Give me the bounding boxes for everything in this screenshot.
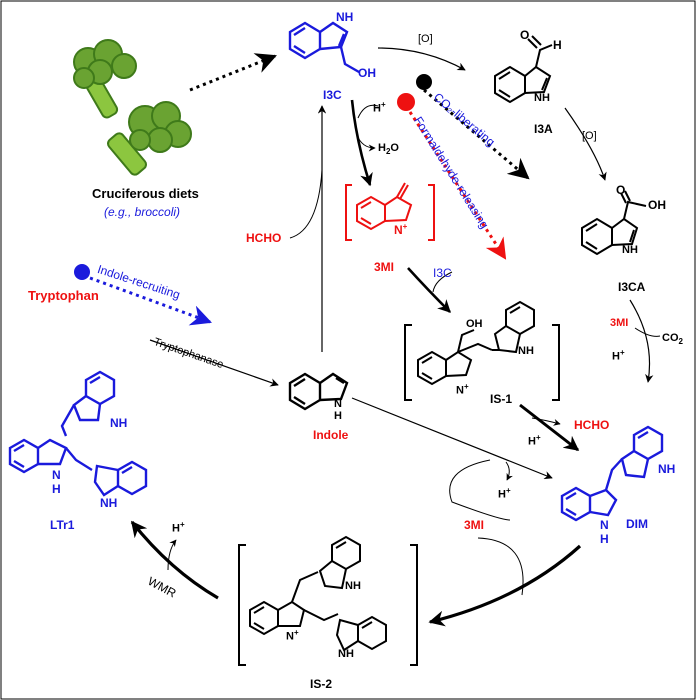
ltr1-nh-top-label: NH — [110, 416, 128, 430]
h2o-curved-arrow — [356, 134, 376, 152]
i3a-structure — [494, 35, 553, 104]
hcho-release-arrow — [531, 417, 561, 426]
i3a-label: I3A — [534, 122, 553, 136]
ltr1-structure — [8, 370, 148, 497]
i3c-reagent-label: I3C — [433, 266, 452, 280]
arrow-i3c-to-i3a — [377, 47, 466, 71]
hplus-1-label: H+ — [373, 100, 386, 115]
arrow-tryptophanase — [149, 339, 279, 387]
i3c-label: I3C — [323, 88, 342, 102]
is1-nplus-label: N+ — [456, 382, 469, 397]
is2-label: IS-2 — [310, 677, 333, 691]
3mi-reagent-1-label: 3MI — [610, 317, 629, 329]
dim-label: DIM — [626, 517, 648, 531]
hcho-curved-arrow — [289, 169, 323, 239]
3mi-loop-arrow-top — [449, 459, 511, 521]
oxidant-1-label: [O] — [418, 33, 433, 45]
hplus-2-label: H+ — [612, 348, 625, 363]
arrow-3mi-to-is1 — [407, 267, 451, 313]
i3ca-label: I3CA — [618, 280, 646, 294]
formaldehyde-pathway-dot — [397, 93, 415, 111]
oxidant-2-label: [O] — [582, 130, 597, 142]
hplus-wmr-arrow — [167, 539, 177, 571]
arrow-is1-to-dim — [519, 403, 580, 452]
hplus-release-arrow — [505, 461, 513, 481]
hplus-3-label: H+ — [528, 433, 541, 448]
is2-nh-top-label: NH — [345, 580, 361, 592]
co2-release-arrow — [634, 327, 661, 337]
is1-nh-label: NH — [518, 345, 534, 357]
i3ca-structure — [581, 190, 647, 256]
is1-label: IS-1 — [490, 392, 513, 406]
dim-nh-top-label: NH — [658, 462, 676, 476]
arrow-i3c-to-3mi — [350, 99, 373, 187]
hcho-left-label: HCHO — [246, 231, 282, 245]
dotted-arrow-co2-liberating — [423, 88, 530, 180]
i3c-reagent-arrow — [432, 271, 453, 293]
is2-nplus-label: N+ — [286, 628, 299, 643]
i3a-h-label: H — [553, 38, 562, 52]
dotted-arrow-formaldehyde-releasing — [408, 111, 507, 260]
3mi-reagent-2-label: 3MI — [464, 518, 485, 532]
hplus-5-label: H+ — [172, 520, 185, 535]
is2-nh-bottom-label: NH — [338, 648, 354, 660]
dim-structure — [560, 425, 664, 522]
dotted-arrow-indole-recruiting — [89, 276, 212, 326]
tryptophan-label: Tryptophan — [28, 288, 99, 303]
is1-oh-label: OH — [466, 318, 483, 330]
ltr1-label: LTr1 — [50, 518, 75, 532]
broccoli-example-label: (e.g., broccoli) — [104, 205, 181, 219]
is2-structure — [238, 535, 418, 666]
co2-label: CO2 — [662, 332, 683, 347]
hplus-curved-arrow — [357, 104, 379, 119]
dotted-arrow-diet-to-i3c — [189, 53, 277, 92]
i3ca-nh-label: NH — [622, 244, 638, 256]
indole-recruiting-dot — [74, 264, 90, 280]
arrow-wmr — [130, 520, 219, 600]
i3c-oh-label: OH — [358, 66, 376, 80]
i3a-o-label: O — [520, 28, 530, 42]
indole-structure — [288, 372, 349, 411]
3mi-nplus-label: N+ — [394, 222, 408, 237]
3mi-label: 3MI — [374, 260, 395, 274]
ltr1-nh-bottom-label: NH — [100, 496, 118, 510]
h2o-label: H2O — [378, 142, 399, 157]
arrow-dim-to-is2 — [428, 544, 582, 627]
is1-structure — [404, 300, 560, 401]
3mi-loop-arrow-bottom — [477, 537, 524, 596]
3mi-structure — [345, 182, 435, 241]
indole-label: Indole — [313, 428, 349, 442]
broccoli-icon — [73, 39, 192, 176]
hcho-right-label: HCHO — [574, 418, 610, 432]
i3ca-o-label: O — [616, 183, 626, 197]
i3c-structure — [288, 21, 360, 74]
i3ca-oh-label: OH — [648, 198, 666, 212]
co2-pathway-dot — [416, 74, 432, 90]
i3a-nh-label: NH — [534, 92, 550, 104]
hplus-4-label: H+ — [498, 486, 511, 501]
arrow-indole-to-dim — [351, 397, 553, 480]
arrow-i3ca-to-dim — [629, 299, 654, 383]
cruciferous-diets-label: Cruciferous diets — [92, 186, 199, 201]
arrow-i3a-to-i3ca — [564, 107, 607, 181]
i3c-nh-label: NH — [336, 10, 354, 24]
